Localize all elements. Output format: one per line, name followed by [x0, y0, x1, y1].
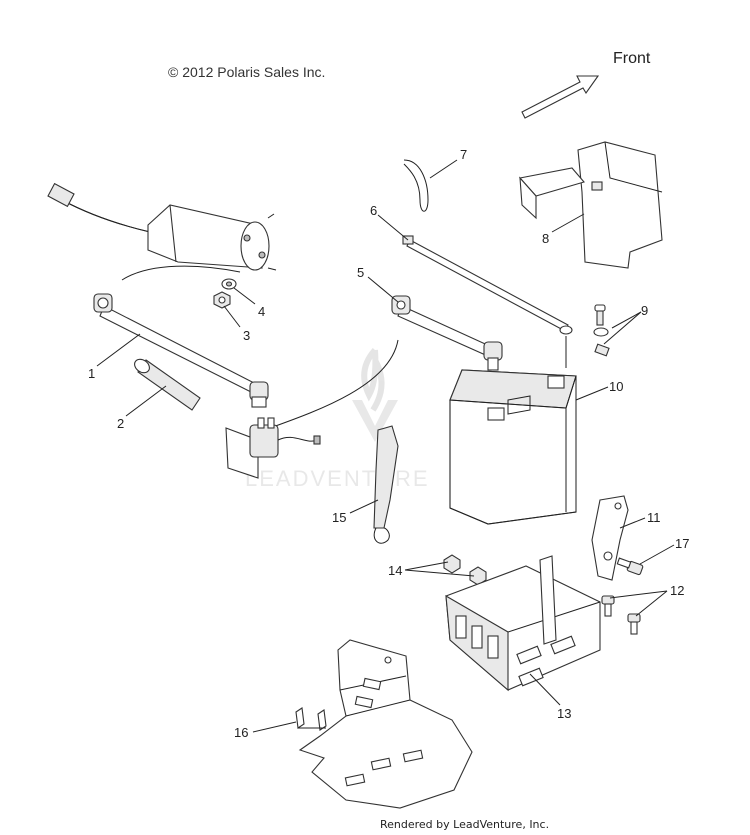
callout-4: 4	[258, 304, 265, 319]
watermark-text: LEADVENTURE	[245, 466, 430, 491]
leader-lines	[96, 159, 675, 733]
front-arrow-icon	[521, 75, 600, 119]
hold-down-strap-part-15	[373, 425, 399, 544]
callout-1: 1	[88, 366, 95, 381]
nut-part-14	[443, 554, 487, 586]
battery-part-10	[449, 369, 577, 525]
callout-12: 12	[670, 583, 684, 598]
clip-part-16	[295, 707, 327, 731]
callout-15: 15	[332, 510, 346, 525]
bolt-part-17	[616, 557, 644, 576]
callout-6: 6	[370, 203, 377, 218]
front-label: Front	[613, 50, 651, 67]
callout-8: 8	[542, 231, 549, 246]
callout-3: 3	[243, 328, 250, 343]
bolt-set-part-9	[593, 304, 610, 357]
terminal-boot-part-2	[134, 358, 201, 411]
callout-16: 16	[234, 725, 248, 740]
cable-tie-part-7	[403, 159, 429, 212]
callout-17: 17	[675, 536, 689, 551]
battery-box-part-13	[445, 555, 601, 692]
footer-credit: Rendered by LeadVenture, Inc.	[380, 818, 550, 831]
callout-5: 5	[357, 265, 364, 280]
bracket-part-11	[591, 495, 629, 581]
battery-cable-part-1	[93, 293, 269, 408]
starter-motor	[47, 182, 277, 271]
starter-wire	[121, 265, 241, 281]
starter-solenoid	[225, 417, 321, 479]
callout-11: 11	[647, 510, 661, 525]
washer-part-4	[221, 278, 237, 290]
bolt-part-12	[601, 595, 641, 635]
nut-part-3	[213, 291, 231, 309]
callout-labels: 1 2 3 4 5 6 7 8 9 10 11 12 13 14 15 16 1…	[88, 147, 689, 740]
copyright-text: © 2012 Polaris Sales Inc.	[168, 64, 326, 80]
callout-2: 2	[117, 416, 124, 431]
battery-cover-part-8	[518, 141, 663, 269]
callout-7: 7	[460, 147, 467, 162]
solenoid-wire	[269, 339, 399, 429]
callout-13: 13	[557, 706, 571, 721]
mounting-plate	[298, 639, 473, 809]
watermark: LEADVENTURE	[245, 347, 430, 491]
callout-9: 9	[641, 303, 648, 318]
callout-14: 14	[388, 563, 402, 578]
battery-cable-part-5	[391, 295, 503, 371]
callout-10: 10	[609, 379, 623, 394]
